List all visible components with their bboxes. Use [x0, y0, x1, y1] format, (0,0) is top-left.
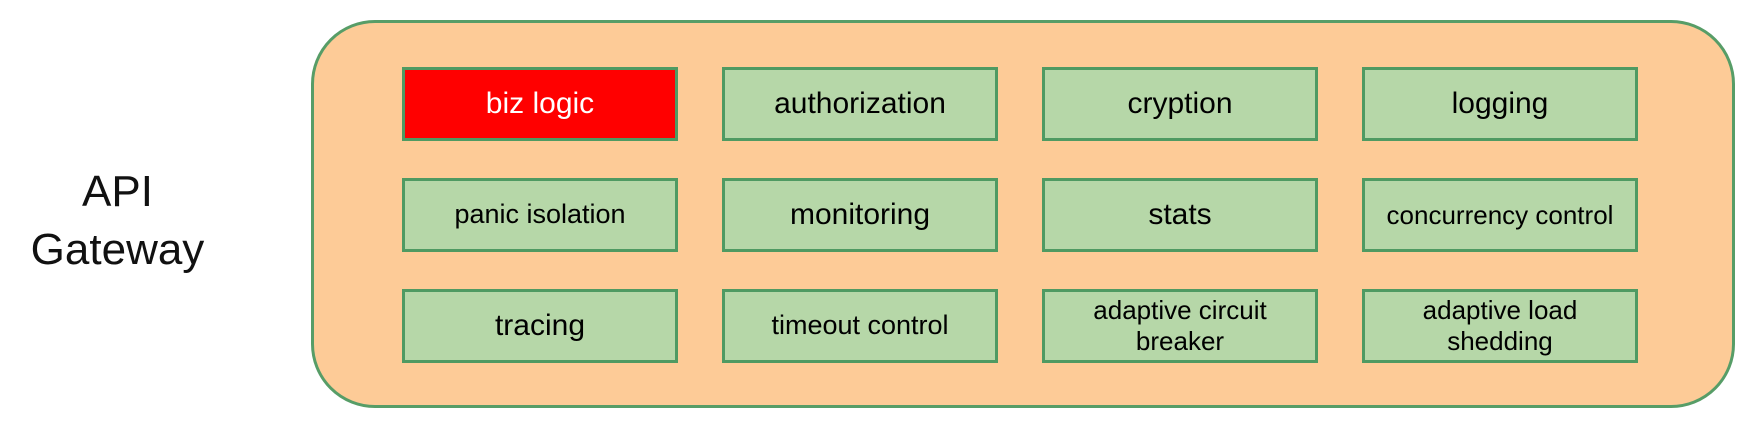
module-label: timeout control: [771, 310, 949, 341]
module-label: panic isolation: [454, 199, 626, 230]
module-box-authorization: authorization: [722, 67, 998, 141]
module-box-tracing: tracing: [402, 289, 678, 363]
module-label: adaptive load shedding: [1422, 295, 1578, 356]
module-box-panic-isolation: panic isolation: [402, 178, 678, 252]
module-label: biz logic: [485, 87, 595, 121]
module-box-cryption: cryption: [1042, 67, 1318, 141]
api-gateway-container: biz logic authorization cryption logging…: [311, 20, 1735, 408]
module-box-adaptive-circuit-breaker: adaptive circuit breaker: [1042, 289, 1318, 363]
module-label: concurrency control: [1386, 199, 1614, 230]
module-label: stats: [1148, 198, 1212, 232]
module-box-biz-logic: biz logic: [402, 67, 678, 141]
module-label: adaptive circuit breaker: [1093, 295, 1267, 356]
module-label: authorization: [774, 87, 946, 121]
module-grid: biz logic authorization cryption logging…: [402, 67, 1638, 363]
module-label: monitoring: [789, 198, 931, 232]
module-box-adaptive-load-shedding: adaptive load shedding: [1362, 289, 1638, 363]
module-label: cryption: [1127, 87, 1233, 121]
module-box-monitoring: monitoring: [722, 178, 998, 252]
module-box-concurrency-control: concurrency control: [1362, 178, 1638, 252]
api-gateway-label: API Gateway: [0, 163, 235, 279]
module-box-logging: logging: [1362, 67, 1638, 141]
module-label: tracing: [494, 309, 586, 343]
api-gateway-label-line1: API: [82, 167, 153, 216]
module-box-stats: stats: [1042, 178, 1318, 252]
module-label: logging: [1451, 87, 1549, 121]
api-gateway-label-line2: Gateway: [30, 225, 205, 274]
module-box-timeout-control: timeout control: [722, 289, 998, 363]
